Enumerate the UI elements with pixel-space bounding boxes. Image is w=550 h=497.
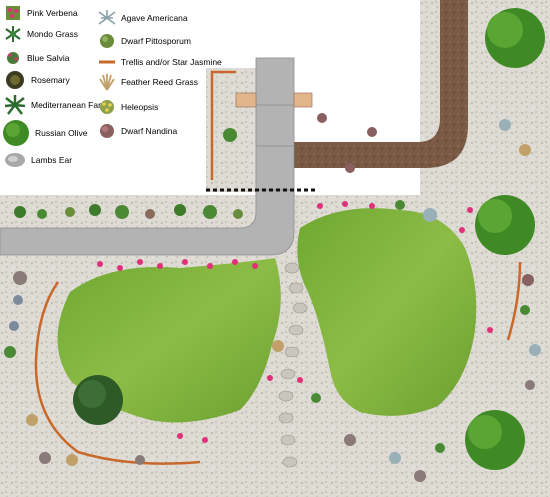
legend-item-mediterranean-fan: Mediterranean Fan (4, 95, 103, 115)
agave-icon (98, 10, 116, 25)
heleopsis-icon (100, 100, 114, 114)
legend-label: Rosemary (31, 74, 70, 85)
stepping-stones (278, 262, 308, 468)
legend-label: Lambs Ear (31, 154, 73, 165)
lambs-ear-icon (5, 153, 25, 167)
concrete-walkway (0, 57, 295, 256)
legend-item-pittosporum: Dwarf Pittosporum (98, 31, 191, 51)
legend-item-russian-olive: Russian Olive (2, 119, 87, 147)
legend-item-feather-reed: Feather Reed Grass (98, 72, 198, 92)
trellis-line-icon (99, 60, 115, 64)
legend-item-rosemary: Rosemary (4, 70, 70, 90)
lawn-right (297, 208, 477, 416)
legend-item-mondo-grass: Mondo Grass (4, 24, 78, 44)
legend-item-agave: Agave Americana (98, 8, 188, 28)
legend-item-trellis: Trellis and/or Star Jasmine (98, 52, 222, 72)
legend-label: Trellis and/or Star Jasmine (121, 56, 222, 67)
legend-item-dwarf-nandina: Dwarf Nandina (98, 121, 177, 141)
dwarf-nandina-icon (100, 124, 114, 138)
legend-label: Agave Americana (121, 12, 188, 23)
scattered-shrubs (4, 113, 541, 482)
legend-label: Dwarf Nandina (121, 125, 178, 136)
legend-item-lambs-ear: Lambs Ear (4, 150, 72, 170)
mediterranean-fan-palm-icon (4, 95, 26, 115)
steps-right (293, 92, 313, 108)
legend-item-blue-salvia: Blue Salvia (4, 48, 70, 68)
legend-item-heleopsis: Heleopsis (98, 97, 158, 117)
legend-label: Mediterranean Fan (31, 99, 103, 110)
legend-label: Mondo Grass (27, 28, 79, 39)
legend-label: Feather Reed Grass (121, 76, 199, 87)
rosemary-icon (6, 71, 24, 89)
pittosporum-icon (100, 34, 114, 48)
blue-salvia-icon (7, 52, 19, 64)
russian-olive-tree-icon (3, 120, 29, 146)
pink-verbena-icon (6, 6, 20, 20)
feather-reed-grass-icon (99, 74, 115, 91)
legend-label: Blue Salvia (27, 52, 70, 63)
mondo-grass-icon (5, 26, 21, 42)
russian-olive-trees (73, 8, 545, 470)
legend-label: Heleopsis (121, 101, 159, 112)
legend-item-pink-verbena: Pink Verbena (4, 3, 78, 23)
steps-left (235, 92, 257, 108)
legend-label: Pink Verbena (27, 7, 78, 18)
legend-label: Russian Olive (35, 127, 88, 138)
brick-path (292, 0, 468, 168)
legend-label: Dwarf Pittosporum (121, 35, 191, 46)
pink-verbena-plantings (97, 201, 493, 443)
